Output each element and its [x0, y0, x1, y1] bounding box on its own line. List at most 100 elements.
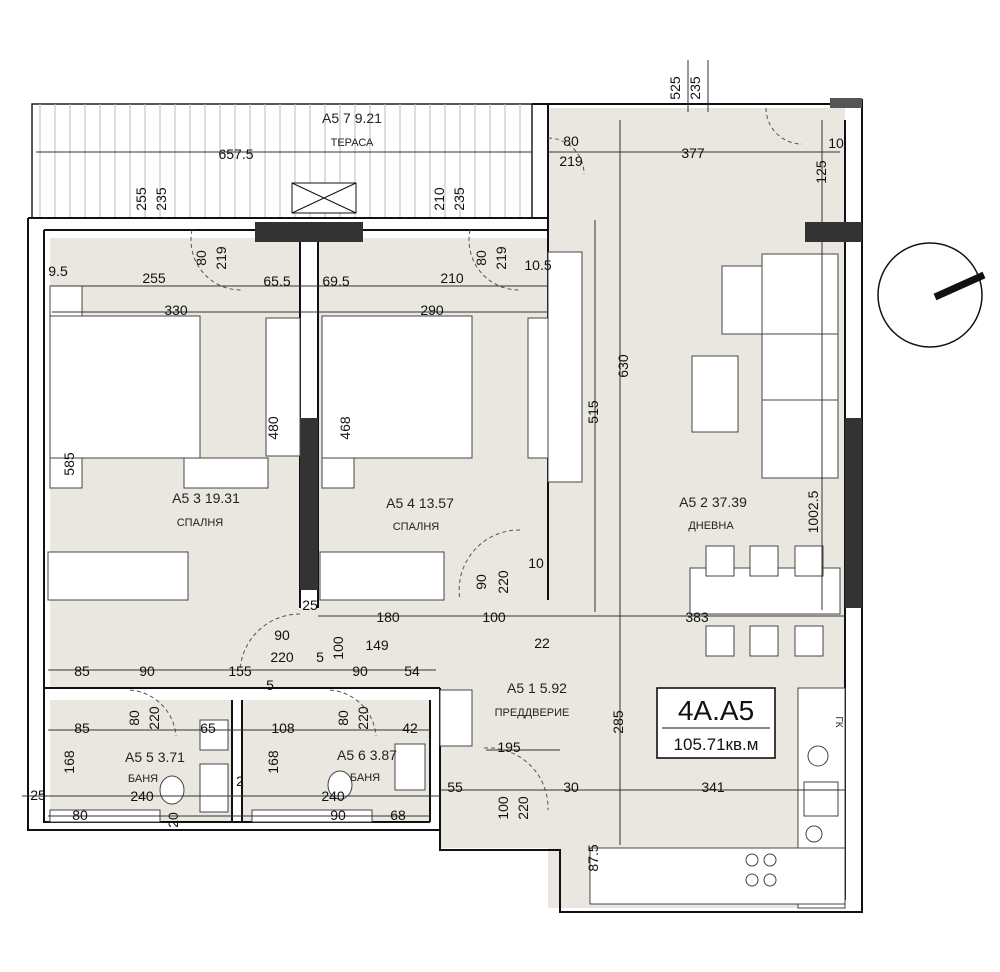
dimension-label: 168 [265, 750, 281, 774]
dimension-label: 85 [74, 720, 90, 736]
dimension-label: 377 [681, 145, 705, 161]
dimension-label: 100 [330, 636, 346, 660]
room-number-living: A5 2 37.39 [679, 494, 747, 510]
dimension-label: 585 [61, 452, 77, 476]
room-number-terrace: A5 7 9.21 [322, 110, 382, 126]
dimension-label: 149 [365, 637, 389, 653]
room-name-living: ДНЕВНА [688, 520, 734, 532]
door-swings [129, 107, 803, 811]
dimension-label: 100 [482, 609, 506, 625]
dimension-label: 235 [687, 76, 703, 100]
dimension-label: 42 [402, 720, 418, 736]
dimension-label: 235 [451, 187, 467, 211]
dimension-label: 468 [337, 416, 353, 440]
dimension-label: 220 [146, 706, 162, 730]
room-name-hall: ПРЕДДВЕРИЕ [495, 707, 570, 719]
dimension-label: 125 [813, 160, 829, 184]
dimension-label: 25 [302, 597, 318, 613]
dimension-label: 69.5 [322, 273, 349, 289]
room-name-bedroom1: СПАЛНЯ [177, 517, 224, 529]
dimension-label: 68 [390, 807, 406, 823]
dimension-lines [22, 60, 845, 845]
north-arrow-icon [877, 242, 986, 348]
dimension-label: 25 [30, 787, 46, 803]
dimension-label: 65.5 [263, 273, 290, 289]
dimension-label: 108 [271, 720, 295, 736]
dimension-label: 210 [440, 270, 464, 286]
dimension-label: 657.5 [218, 146, 253, 162]
room-number-bedroom2: A5 4 13.57 [386, 495, 454, 511]
room-name-bath2: БАНЯ [350, 772, 380, 784]
dimension-label: 80 [126, 710, 142, 726]
dimension-label: 90 [352, 663, 368, 679]
dimension-label: 630 [615, 354, 631, 378]
dimension-label: 80 [72, 807, 88, 823]
dimension-label: 100 [495, 796, 511, 820]
columns [255, 98, 862, 608]
dimension-label: 220 [495, 570, 511, 594]
dimension-label: 65 [200, 720, 216, 736]
dimension-label: 87.5 [585, 844, 601, 871]
dimension-label: 240 [130, 788, 154, 804]
room-number-bath1: A5 5 3.71 [125, 749, 185, 765]
room-number-hall: A5 1 5.92 [507, 680, 567, 696]
dimension-label: 220 [270, 649, 294, 665]
dimension-label: 341 [701, 779, 725, 795]
dimension-label: 9.5 [48, 263, 68, 279]
terrace [31, 103, 533, 219]
dimension-label: 90 [330, 807, 346, 823]
dimension-label: 1002.5 [805, 490, 821, 533]
dimension-label: 80 [563, 133, 579, 149]
furniture [47, 251, 846, 909]
room-number-bath2: A5 6 3.87 [337, 747, 397, 763]
dimension-label: 235 [153, 187, 169, 211]
room-name-terrace: ТЕРАСА [331, 137, 374, 149]
dimension-label: 255 [142, 270, 166, 286]
unit-code: 4A.A5 [678, 695, 754, 726]
dimension-label: 525 [667, 76, 683, 100]
dimension-label: 5 [316, 649, 324, 665]
dimension-label: 168 [61, 750, 77, 774]
dimension-label: 22 [534, 635, 550, 651]
room-name-bedroom2: СПАЛНЯ [393, 521, 440, 533]
dimension-label: 383 [685, 609, 709, 625]
dimension-label: 30 [563, 779, 579, 795]
unit-badge: 4A.A5 105.71кв.м [656, 687, 776, 759]
dimension-label: 10.5 [524, 257, 551, 273]
dimension-label: 2 [236, 773, 244, 789]
dimension-label: 80 [473, 250, 489, 266]
room-labels: A5 7 9.21 ТЕРАСА A5 3 19.31 СПАЛНЯ A5 4 … [125, 110, 747, 785]
dimension-label: 180 [376, 609, 400, 625]
dimension-label: 85 [74, 663, 90, 679]
room-name-bath1: БАНЯ [128, 773, 158, 785]
dimension-label: 219 [493, 246, 509, 270]
dimension-label: 54 [404, 663, 420, 679]
dimension-label: 240 [321, 788, 345, 804]
dimension-label: 480 [265, 416, 281, 440]
dimension-label: 80 [335, 710, 351, 726]
dimension-label: 515 [585, 400, 601, 424]
dimension-label: 255 [133, 187, 149, 211]
dimension-label: 290 [420, 302, 444, 318]
dimension-label: 10 [528, 555, 544, 571]
dimension-label: 285 [610, 710, 626, 734]
dimension-label: 219 [213, 246, 229, 270]
dimension-label: 10 [828, 135, 844, 151]
room-number-bedroom1: A5 3 19.31 [172, 490, 240, 506]
unit-area: 105.71кв.м [674, 735, 759, 754]
dimension-label: 5 [266, 677, 274, 693]
dimension-label: 90 [274, 627, 290, 643]
fridge-label: ГК [833, 716, 844, 727]
dimension-label: 210 [431, 187, 447, 211]
dimension-label: 219 [559, 153, 583, 169]
dimension-label: 55 [447, 779, 463, 795]
dimension-label: 80 [193, 250, 209, 266]
dimension-label: 220 [355, 706, 371, 730]
dimension-label: 220 [515, 796, 531, 820]
dimension-label: 330 [164, 302, 188, 318]
dimension-label: 195 [497, 739, 521, 755]
dimension-label: 155 [228, 663, 252, 679]
dimension-label: 90 [473, 574, 489, 590]
